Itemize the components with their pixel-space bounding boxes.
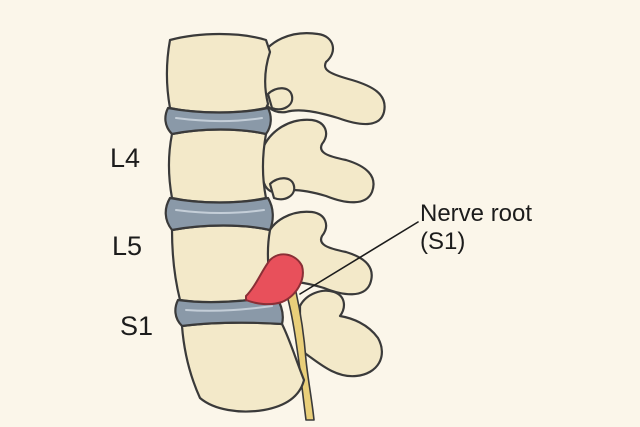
vertebra-s1: [180, 321, 306, 413]
callout-line-2: (S1): [420, 228, 466, 255]
vertebra-l3: [165, 32, 272, 114]
nerve-root-callout: Nerve root (S1): [420, 200, 532, 256]
level-label-l5: L5: [112, 231, 143, 261]
vertebra-l4: [167, 128, 268, 204]
vertebral-bodies: [165, 32, 306, 413]
callout-leader-line: [299, 221, 419, 295]
level-label-l4: L4: [110, 143, 141, 173]
level-label-s1: S1: [120, 311, 154, 341]
nerve-root: [285, 291, 315, 421]
callout-line-1: Nerve root: [420, 200, 533, 227]
disc-herniation: [245, 253, 304, 306]
